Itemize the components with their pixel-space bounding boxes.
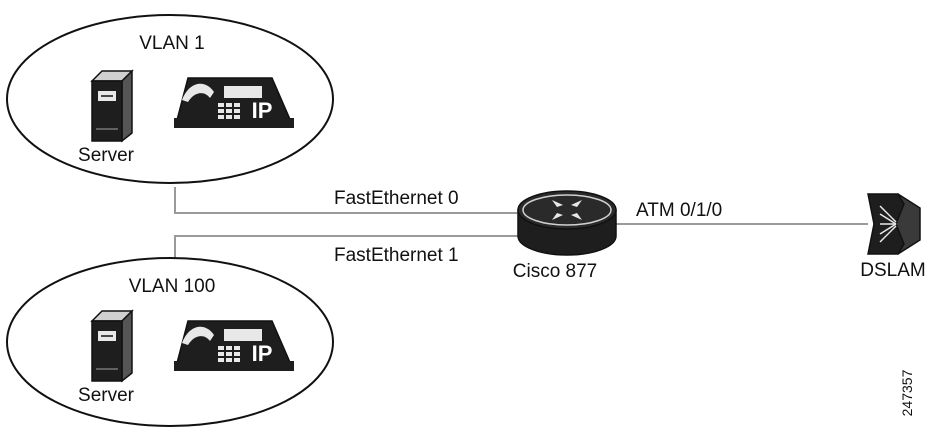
atm-label: ATM 0/1/0 xyxy=(636,200,722,221)
figure-id: 247357 xyxy=(899,369,915,416)
vlan-100-server-label: Server xyxy=(78,385,135,406)
vlan-100-ellipse xyxy=(6,257,334,427)
link-fastethernet0 xyxy=(174,187,523,214)
vlan-100-title: VLAN 100 xyxy=(129,276,216,297)
vlan-1-server-label: Server xyxy=(78,145,135,166)
ip-badge: IP xyxy=(252,98,273,123)
fastethernet0-label: FastEthernet 0 xyxy=(334,188,459,209)
server-icon xyxy=(90,309,134,383)
ip-phone-icon: IP xyxy=(174,320,294,371)
connection-lines xyxy=(174,187,868,258)
router-icon xyxy=(517,190,617,256)
fastethernet1-label: FastEthernet 1 xyxy=(334,245,459,266)
vlan-1-title: VLAN 1 xyxy=(139,33,204,54)
dslam-label: DSLAM xyxy=(860,260,925,281)
vlan-1-ellipse xyxy=(6,14,334,184)
ip-phone-icon: IP xyxy=(174,77,294,128)
router-label: Cisco 877 xyxy=(513,261,598,282)
vlan-100-group: VLAN 100 Server IP xyxy=(6,257,334,427)
dslam-icon xyxy=(867,193,921,255)
ip-badge: IP xyxy=(252,341,273,366)
server-icon xyxy=(90,69,134,143)
vlan-1-group: VLAN 1 Server IP xyxy=(6,14,334,184)
link-fastethernet1 xyxy=(174,235,523,258)
